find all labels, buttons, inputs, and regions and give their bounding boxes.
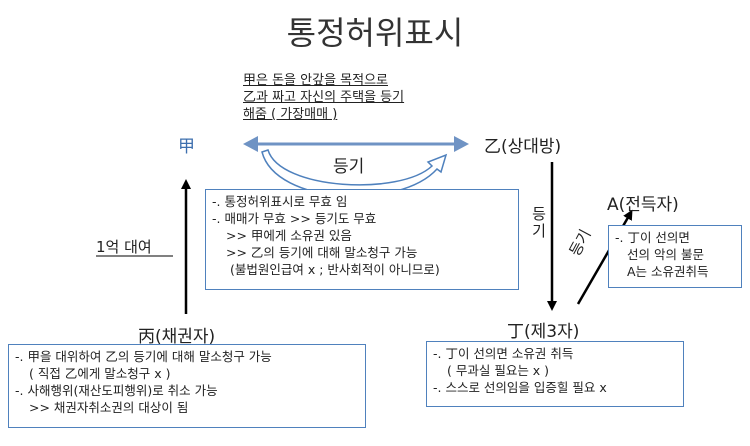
eul-jeong-label: 등 기: [532, 206, 546, 240]
registration-label: 등기: [333, 157, 365, 177]
box-line: -. 통정허위표시로 무효 임: [212, 194, 348, 209]
center-analysis-box: -. 통정허위표시로 무효 임 -. 매매가 무효 >> 등기도 무효 >> 甲…: [205, 189, 519, 290]
box-line: 선의 악의 불문: [627, 247, 704, 262]
loan-label: 1억 대여: [96, 238, 152, 256]
box-line: (불법원인급여 x ; 반사회적이 아니므로): [230, 262, 440, 277]
scenario-note-line: 乙과 짜고 자신의 주택을 등기: [243, 90, 405, 105]
box-line: >> 甲에게 소유권 있음: [226, 228, 352, 243]
scenario-note-line: 甲은 돈을 안갚을 목적으로: [243, 73, 388, 88]
a-box: -. 丁이 선의면 선의 악의 불문 A는 소유권취득: [608, 225, 742, 288]
box-line: -. 丁이 선의면: [615, 230, 690, 245]
party-gap: 甲: [178, 137, 195, 157]
box-line: >> 乙의 등기에 대해 말소청구 가능: [226, 245, 418, 260]
party-byeong: 丙(채권자): [138, 327, 216, 347]
scenario-note: 甲은 돈을 안갚을 목적으로 乙과 짜고 자신의 주택을 등기 해줌 ( 가장매…: [243, 72, 404, 123]
gap-eul-double-arrow: [243, 136, 469, 152]
box-line: -. 스스로 선의임을 입증힐 필요 x: [433, 380, 607, 395]
box-line: >> 채권자취소권의 대상이 됨: [29, 400, 189, 415]
party-a: A(전득자): [607, 195, 679, 215]
curved-registration-arrow: [261, 149, 448, 197]
box-line: -. 사해행위(재산도피행위)로 취소 가능: [15, 383, 218, 398]
box-line: -. 丁이 선의면 소유권 취득: [433, 346, 574, 361]
jeong-box: -. 丁이 선의면 소유권 취득 ( 무과실 필요는 x ) -. 스스로 선의…: [426, 341, 684, 407]
byeong-box: -. 甲을 대위하여 乙의 등기에 대해 말소청구 가능 ( 직접 乙에게 말소…: [8, 344, 366, 428]
eul-jeong-label-char: 기: [532, 222, 546, 240]
box-line: ( 직접 乙에게 말소청구 x ): [29, 366, 171, 381]
box-line: -. 매매가 무효 >> 등기도 무효: [212, 211, 377, 226]
eul-jeong-label-char: 등: [532, 205, 546, 223]
scenario-note-line: 해줌 ( 가장매매 ): [243, 107, 338, 122]
page-title: 통정허위표시: [286, 14, 464, 52]
box-line: ( 무과실 필요는 x ): [447, 363, 550, 378]
box-line: A는 소유권취득: [627, 264, 709, 279]
party-jeong: 丁(제3자): [507, 322, 580, 342]
party-eul: 乙(상대방): [484, 137, 562, 157]
box-line: -. 甲을 대위하여 乙의 등기에 대해 말소청구 가능: [15, 349, 272, 364]
